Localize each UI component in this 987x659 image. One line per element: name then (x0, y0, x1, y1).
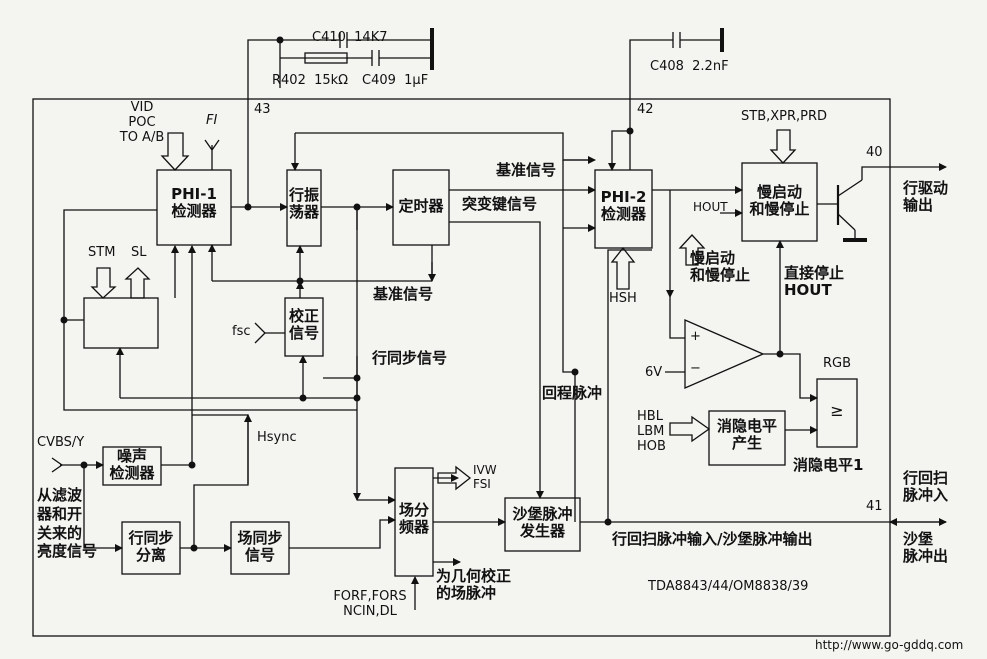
pin-40: 40 (866, 145, 883, 160)
block-sandcastle-label: 沙堡脉冲 发生器 (512, 505, 573, 541)
stb-label: STB,XPR,PRD (741, 109, 828, 124)
block-hsep-label: 行同步 分离 (128, 529, 174, 565)
stm-label: STM (88, 245, 116, 260)
rgb-label: RGB (823, 356, 852, 371)
chip-label: TDA8843/44/OM8838/39 (648, 579, 809, 594)
cvbs-label: CVBS/Y (37, 435, 85, 450)
c408-label: C408 2.2nF (650, 59, 729, 74)
arrow-cvbs (51, 457, 64, 473)
block-compare (816, 378, 858, 448)
keying-label: 突变键信号 (462, 195, 538, 213)
geometry-label: 为几何校正 的场脉冲 (436, 567, 512, 603)
hsync-signal-label: 行同步信号 (372, 349, 448, 367)
hout1-label: HOUT (693, 200, 728, 214)
flyback-in-label: 行回扫 脉冲入 (903, 469, 949, 505)
arrow-fsc (254, 322, 266, 344)
softstop-label: 慢启动 和慢停止 (690, 249, 751, 285)
arrow-sl (124, 267, 151, 299)
arrow-stb (769, 129, 797, 164)
block-phi1-label: PHI-1 检测器 (171, 185, 217, 221)
ivw-label: IVW FSI (473, 463, 497, 491)
pin-42: 42 (637, 102, 654, 117)
block-osc-label: 行振 荡器 (288, 186, 319, 222)
plus-label: + (690, 329, 701, 344)
block-blank (708, 410, 786, 466)
wire-pin43 (247, 39, 281, 99)
arrow-stm (90, 267, 117, 299)
hbl-label: HBL LBM HOB (637, 409, 666, 454)
blank1-label: 消隐电平1 (793, 456, 864, 474)
pin41-io-label: 行回扫脉冲输入/沙堡脉冲输出 (612, 530, 813, 548)
block-vsync-label: 场同步 信号 (237, 529, 283, 565)
comparator (684, 319, 765, 389)
ref2-label: 基准信号 (373, 285, 434, 303)
pin-41: 41 (866, 499, 883, 514)
chip-outline (32, 98, 891, 637)
v6-label: 6V (645, 365, 663, 380)
url-link[interactable]: http://www.go-gddq.com (815, 638, 964, 652)
block-blank-label: 消隐电平 产生 (716, 417, 777, 453)
c409-label: C409 1μF (362, 73, 429, 88)
block-timer-label: 定时器 (398, 197, 444, 215)
block-compare-label: ≥ (830, 401, 844, 420)
arrow-fi (204, 139, 220, 170)
pin-43: 43 (254, 102, 271, 117)
arrow-hbl (669, 415, 711, 443)
flyback-label: 回程脉冲 (542, 384, 603, 402)
arrow-hout (678, 234, 706, 266)
block-phi2-label: PHI-2 检测器 (600, 188, 647, 224)
vid-label: VID POC TO A/B (119, 100, 165, 145)
ref1-label: 基准信号 (496, 161, 557, 179)
block-noise-label: 噪声 检测器 (109, 447, 155, 483)
arrow-ivw (437, 465, 472, 491)
hsh-label: HSH (609, 291, 637, 306)
hdrive-label: 行驱动 输出 (903, 179, 949, 215)
source-label: 从滤波 器和开 关来的 亮度信号 (37, 486, 98, 561)
forf-label: FORF,FORS NCIN,DL (333, 589, 407, 619)
block-stm (83, 297, 159, 349)
directstop-label: 直接停止 HOUT (784, 264, 845, 300)
fi-label: FI (206, 113, 218, 128)
fsc-label: fsc (232, 324, 251, 339)
block-correction-label: 校正 信号 (288, 307, 319, 343)
r402-label: R402 15kΩ (272, 73, 349, 88)
c410-label: C410 14K7 (312, 30, 388, 45)
arrow-hsh (610, 246, 636, 290)
block-vdiv-label: 场分 频器 (398, 501, 429, 537)
sandcastle-out-label: 沙堡 脉冲出 (903, 530, 949, 566)
sl-label: SL (131, 245, 147, 260)
arrow-vid (160, 132, 190, 171)
minus-label: − (690, 361, 701, 376)
wire-pin42 (629, 39, 673, 99)
hsync-label: Hsync (257, 430, 297, 445)
block-softstart-label: 慢启动 和慢停止 (749, 183, 810, 219)
